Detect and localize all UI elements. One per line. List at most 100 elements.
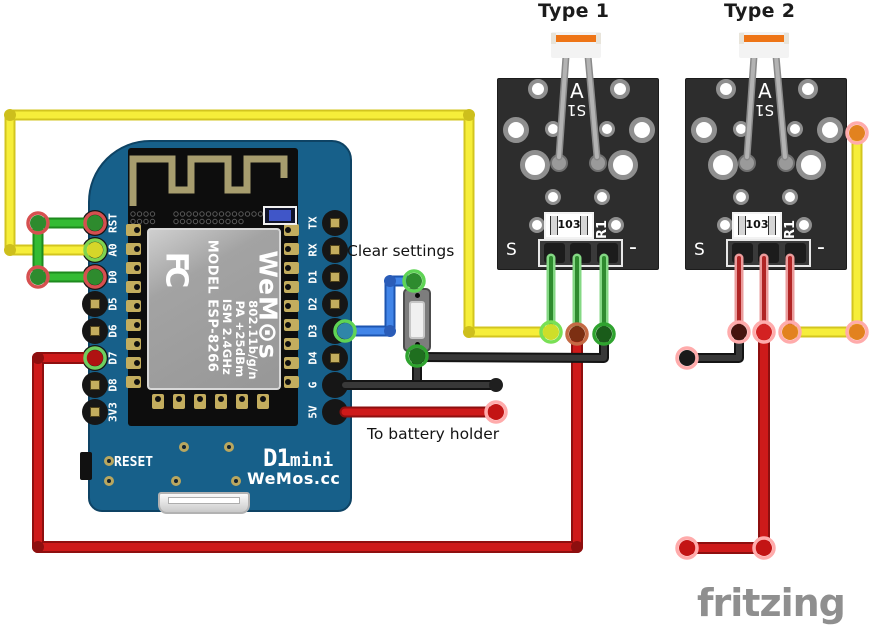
wire-junction bbox=[571, 541, 583, 553]
pin-label-d6: D6 bbox=[106, 324, 120, 338]
pin-pad-rx bbox=[330, 245, 340, 255]
button-screw-top bbox=[415, 293, 420, 298]
clear-settings-label: Clear settings bbox=[347, 242, 455, 260]
mounting-hole bbox=[733, 121, 749, 137]
ldr-leg-pad bbox=[738, 154, 756, 172]
micro-usb-connector bbox=[158, 492, 250, 514]
mounting-hole bbox=[796, 217, 812, 233]
pin-pad-d2 bbox=[330, 299, 340, 309]
mounting-hole bbox=[529, 217, 545, 233]
pin-d7[interactable] bbox=[82, 345, 108, 371]
board-hole bbox=[104, 456, 114, 466]
wire-junction-ring bbox=[752, 536, 776, 560]
wire-junction-ring bbox=[675, 536, 699, 560]
mounting-hole bbox=[817, 117, 843, 143]
shield-ism-text: ISM 2.4GHz bbox=[220, 298, 234, 376]
board-hole bbox=[179, 442, 189, 452]
pin-g[interactable] bbox=[322, 372, 348, 398]
resistor-r1: 103 bbox=[544, 212, 594, 239]
wire-junction bbox=[679, 540, 695, 556]
wire-junction-ring bbox=[727, 320, 751, 344]
wire-junction-ring bbox=[845, 320, 869, 344]
wire-junction bbox=[30, 269, 46, 285]
wire-junction-ring bbox=[752, 320, 776, 344]
board-name-mini: mini bbox=[289, 450, 334, 471]
mounting-hole bbox=[608, 150, 638, 180]
battery-holder-label: To battery holder bbox=[367, 425, 500, 443]
ldr-photoresistor-2 bbox=[739, 32, 789, 58]
shield-model-text: MODEL ESP-8266 bbox=[204, 239, 220, 373]
pin-d0[interactable] bbox=[82, 264, 108, 290]
mounting-hole bbox=[691, 117, 717, 143]
silk-a-label: A bbox=[570, 79, 584, 103]
pin-label-rx: RX bbox=[306, 243, 320, 257]
connector-pin-slot bbox=[758, 243, 779, 263]
pin-label-d3: D3 bbox=[306, 324, 320, 338]
resistor-cap bbox=[738, 216, 746, 235]
silk-s1-label: S1 bbox=[567, 101, 587, 119]
wire-junction bbox=[596, 326, 612, 342]
pin-a0[interactable] bbox=[82, 237, 108, 263]
push-button-face[interactable] bbox=[409, 301, 425, 339]
mounting-hole bbox=[716, 79, 736, 99]
wire-junction-ring bbox=[26, 265, 50, 289]
resistor-value: 103 bbox=[745, 218, 769, 231]
pin-label-d1: D1 bbox=[306, 270, 320, 284]
connector-pin-slot bbox=[732, 243, 753, 263]
mounting-hole bbox=[520, 150, 550, 180]
silk-s1-label: S1 bbox=[755, 101, 775, 119]
shield-pa-text: PA +25dBm bbox=[233, 300, 247, 378]
wire-junction bbox=[406, 273, 422, 289]
pin-label-d8: D8 bbox=[106, 378, 120, 392]
pin-5v[interactable] bbox=[322, 399, 348, 425]
wire-junction-ring bbox=[845, 121, 869, 145]
wire-junction bbox=[4, 109, 16, 121]
wire-junction-ring bbox=[565, 322, 589, 346]
mounting-hole bbox=[796, 150, 826, 180]
board-hole bbox=[231, 476, 241, 486]
wire-junction bbox=[782, 324, 798, 340]
wire-type2-s-black bbox=[684, 329, 742, 361]
board-name: D1 mini bbox=[263, 444, 333, 472]
wire-junction bbox=[32, 352, 44, 364]
connector-pin-slot bbox=[785, 243, 806, 263]
wire-junction-ring bbox=[778, 320, 802, 344]
pin-rst[interactable] bbox=[82, 210, 108, 236]
pin-label-rst: RST bbox=[106, 213, 120, 233]
board-hole bbox=[104, 476, 114, 486]
wire-junction-ring bbox=[592, 322, 616, 346]
mounting-hole bbox=[782, 189, 798, 205]
pin-connector bbox=[726, 239, 811, 267]
wire-junction-ring bbox=[484, 400, 508, 424]
resistor-cap bbox=[580, 216, 588, 235]
ldr-photoresistor-1 bbox=[551, 32, 601, 58]
wire-junction bbox=[756, 324, 772, 340]
pin-s-label: S bbox=[694, 240, 705, 260]
pin-label-g: G bbox=[306, 381, 320, 389]
wire-junction bbox=[679, 350, 695, 366]
mounting-hole bbox=[599, 121, 615, 137]
wire-junction bbox=[463, 109, 475, 121]
wire-junction bbox=[569, 326, 585, 342]
type2-title: Type 2 bbox=[724, 0, 796, 22]
wire-junction bbox=[463, 326, 475, 338]
pin-connector bbox=[538, 239, 623, 267]
wire-junction-ring bbox=[675, 346, 699, 370]
board-hole bbox=[224, 442, 234, 452]
wire-junction bbox=[4, 244, 16, 256]
resistor-ref-label: R1 bbox=[783, 219, 798, 239]
mounting-hole bbox=[608, 217, 624, 233]
wire-type2-mid-red bbox=[683, 328, 768, 552]
silk-a-label: A bbox=[758, 79, 772, 103]
mounting-hole bbox=[545, 121, 561, 137]
wire-junction bbox=[543, 324, 559, 340]
pin-pad-3v3 bbox=[90, 407, 100, 417]
wire-junction bbox=[489, 378, 503, 392]
pin-d3[interactable] bbox=[322, 318, 348, 344]
mounting-hole bbox=[733, 189, 749, 205]
mounting-hole bbox=[528, 79, 548, 99]
mounting-hole bbox=[610, 79, 630, 99]
pin-label-tx: TX bbox=[306, 216, 320, 230]
